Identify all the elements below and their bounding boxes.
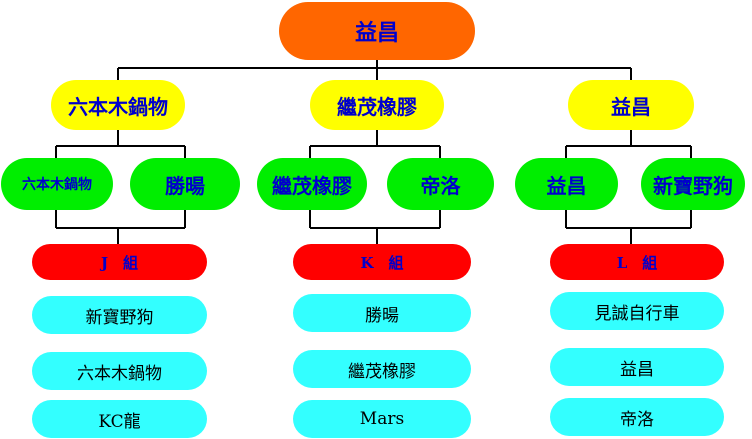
level2-node-3a: 益昌 (515, 158, 618, 210)
level2-node-1a: 六本木鍋物 (1, 158, 113, 210)
level2-node-2b: 帝洛 (387, 158, 494, 210)
team-node-k3: Mars (293, 400, 471, 438)
root-node: 益昌 (279, 2, 475, 60)
team-node-l1: 見誠自行車 (550, 292, 724, 330)
team-node-l3: 帝洛 (550, 398, 724, 436)
group-node-j: J 組 (32, 244, 207, 280)
team-node-j2: 六本木鍋物 (32, 352, 207, 390)
team-node-j1: 新寶野狗 (32, 296, 207, 334)
group-node-l: L 組 (550, 244, 724, 280)
group-node-k: K 組 (293, 244, 471, 280)
level2-node-1b: 勝暘 (130, 158, 240, 210)
level1-node-1: 六本木鍋物 (51, 80, 185, 130)
team-node-l2: 益昌 (550, 348, 724, 386)
level1-node-2: 繼茂橡膠 (310, 80, 444, 130)
team-node-j3: KC龍 (32, 400, 207, 438)
level2-node-2a: 繼茂橡膠 (257, 158, 367, 210)
team-node-k1: 勝暘 (293, 294, 471, 332)
level1-node-3: 益昌 (568, 80, 694, 130)
team-node-k2: 繼茂橡膠 (293, 350, 471, 388)
level2-node-3b: 新寶野狗 (641, 158, 745, 210)
